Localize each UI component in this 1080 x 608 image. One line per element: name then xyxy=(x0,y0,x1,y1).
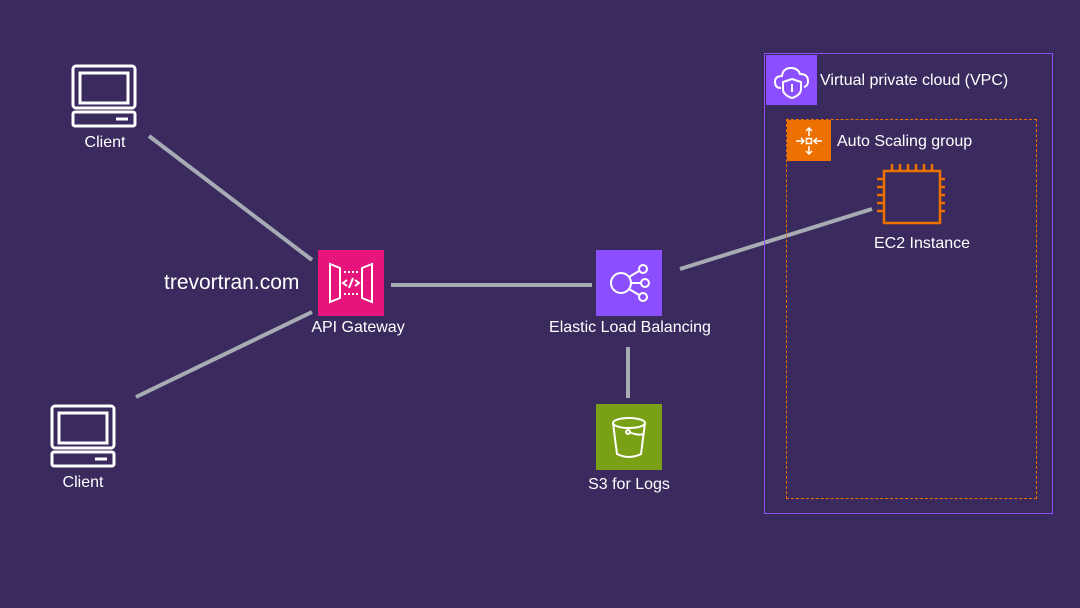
desktop-client-icon xyxy=(71,64,137,128)
auto-scaling-icon xyxy=(796,126,822,155)
load-balancer-node xyxy=(596,250,662,316)
auto-scaling-badge xyxy=(787,120,831,161)
vpc-label: Virtual private cloud (VPC) xyxy=(820,72,1009,89)
auto-scaling-group xyxy=(786,119,1037,499)
client-node-2 xyxy=(49,404,117,470)
load-balancer-label: Elastic Load Balancing xyxy=(549,319,711,336)
s3-label: S3 for Logs xyxy=(588,476,670,493)
client-node-1 xyxy=(70,64,138,130)
connector-elb-ec2 xyxy=(679,207,873,271)
desktop-client-icon xyxy=(50,404,116,468)
api-gateway-icon xyxy=(329,262,373,304)
s3-node xyxy=(596,404,662,470)
client-label-2: Client xyxy=(62,474,104,491)
connector-client2-apigw xyxy=(135,310,313,399)
connector-client1-apigw xyxy=(147,134,314,262)
domain-label: trevortran.com xyxy=(164,271,300,294)
client-label-1: Client xyxy=(84,134,126,151)
vpc-badge xyxy=(766,55,817,105)
ec2-node xyxy=(875,162,947,228)
api-gateway-label: API Gateway xyxy=(311,319,405,336)
ec2-label: EC2 Instance xyxy=(873,235,971,252)
elastic-load-balancing-icon xyxy=(610,264,650,302)
api-gateway-node xyxy=(318,250,384,316)
ec2-chip-icon xyxy=(877,164,945,225)
s3-bucket-icon xyxy=(612,417,646,458)
auto-scaling-label: Auto Scaling group xyxy=(837,133,973,150)
vpc-group xyxy=(764,53,1053,514)
vpc-cloud-icon xyxy=(773,66,809,100)
